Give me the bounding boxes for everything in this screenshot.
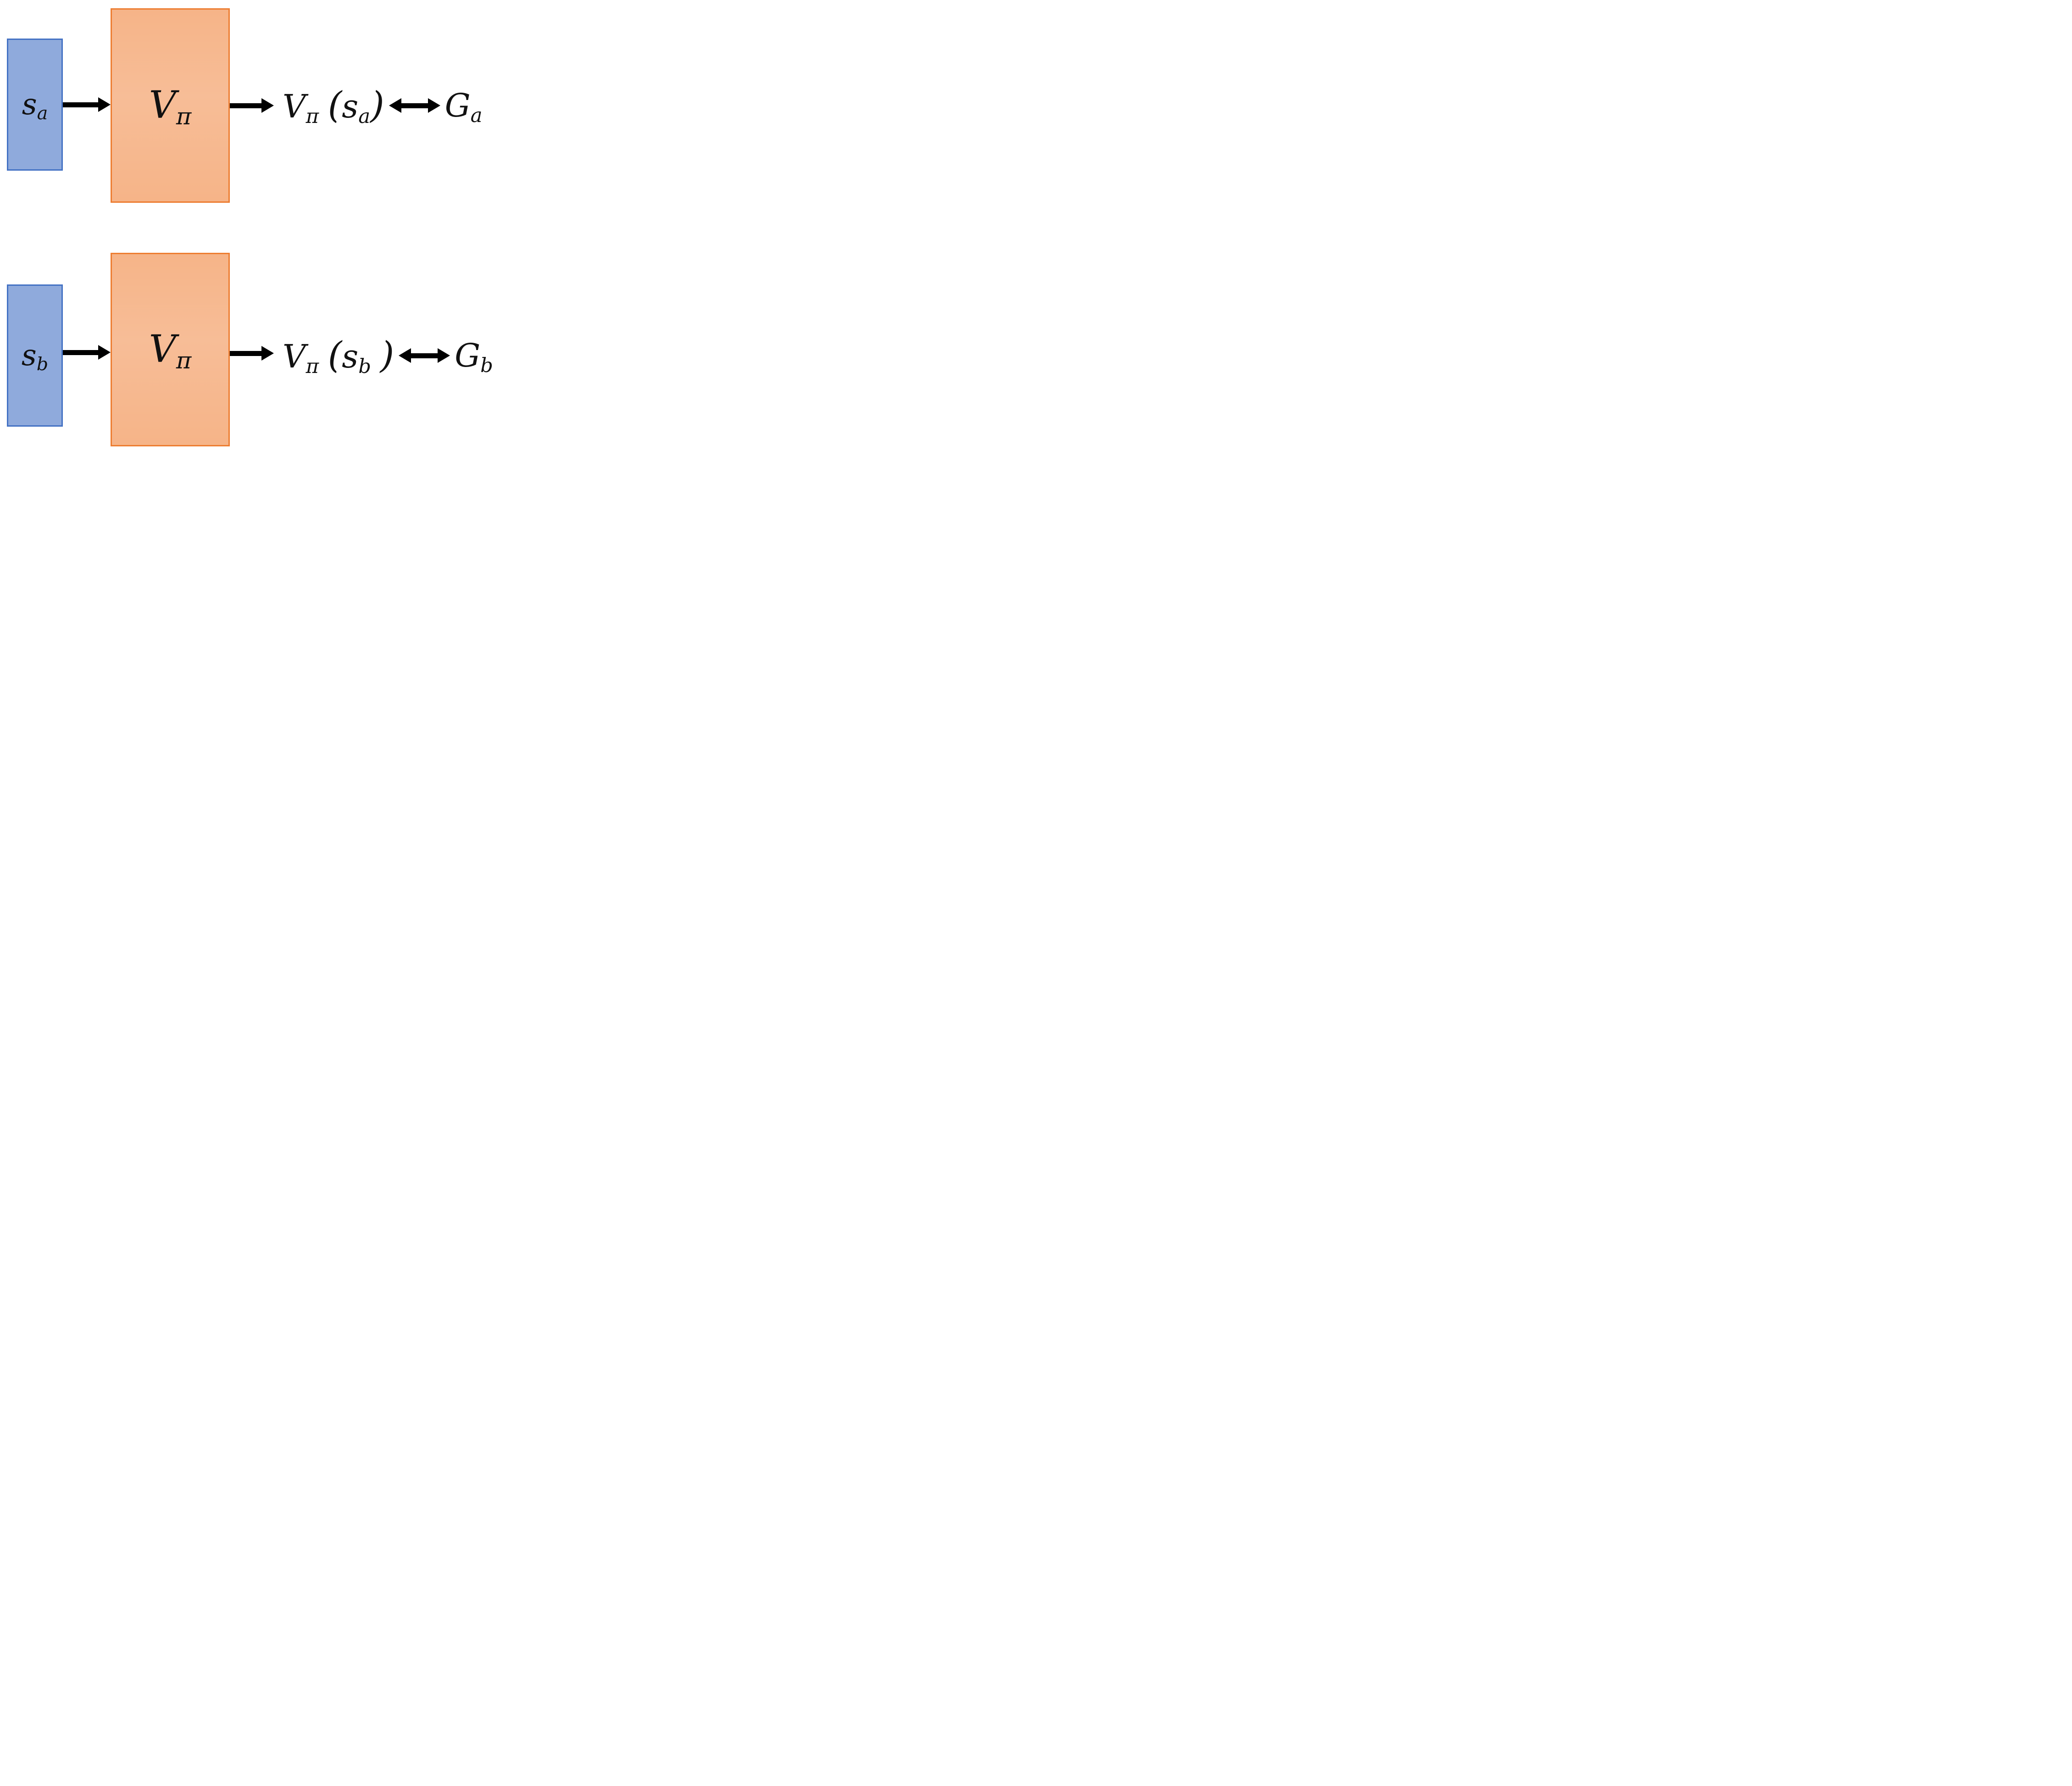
arrow-head	[98, 345, 111, 360]
arrow-shaft	[230, 103, 261, 108]
arrow-right-icon	[230, 98, 274, 113]
state-symbol: s	[342, 87, 359, 125]
value-symbol: V	[149, 328, 176, 371]
input-state-box-a: sa	[7, 39, 63, 171]
policy-subscript: π	[176, 347, 192, 374]
return-subscript: b	[480, 354, 493, 378]
close-paren: )	[370, 84, 384, 126]
value-network-label-b: Vπ	[149, 328, 192, 373]
open-paren: (	[328, 334, 342, 376]
input-state-label-b: sb	[21, 339, 48, 373]
double-arrow-icon	[389, 98, 440, 113]
arrow-head	[98, 97, 111, 112]
return-subscript: a	[470, 104, 483, 128]
state-symbol: s	[22, 88, 37, 122]
return-symbol: G	[444, 87, 471, 124]
arrow-shaft	[411, 353, 438, 358]
target-return-label-b: Gb	[455, 337, 493, 376]
policy-subscript: π	[306, 355, 319, 378]
arrow-head	[261, 346, 274, 361]
value-symbol: V	[283, 337, 306, 375]
policy-subscript: π	[176, 103, 192, 130]
arrow-head-left	[389, 98, 401, 113]
arrow-shaft	[63, 350, 98, 355]
policy-subscript: π	[306, 105, 319, 128]
open-paren: (	[328, 84, 342, 126]
arrow-right-icon	[63, 345, 111, 360]
state-subscript: a	[358, 105, 371, 128]
value-network-box-a: Vπ	[111, 8, 230, 203]
arrow-head	[261, 98, 274, 113]
value-network-box-b: Vπ	[111, 253, 230, 446]
state-subscript: b	[358, 355, 371, 378]
arrow-head-left	[399, 348, 411, 363]
double-arrow-icon	[399, 348, 450, 363]
target-return-label-a: Ga	[444, 87, 483, 126]
arrow-shaft	[63, 102, 98, 107]
close-paren: )	[380, 334, 394, 376]
state-subscript: a	[37, 103, 48, 124]
state-symbol: s	[342, 337, 359, 375]
arrow-head-right	[438, 348, 450, 363]
result-row-a: Vπ(sa) Ga	[283, 73, 482, 138]
value-network-label-a: Vπ	[149, 87, 192, 128]
value-symbol: V	[149, 83, 176, 127]
input-state-box-b: sb	[7, 284, 63, 427]
arrow-shaft	[401, 103, 428, 108]
return-symbol: G	[455, 337, 481, 374]
result-row-b: Vπ(sb) Gb	[283, 323, 493, 388]
input-state-label-a: sa	[22, 88, 48, 122]
state-symbol: s	[21, 339, 37, 373]
diagram-canvas: sa Vπ Vπ(sa) Ga sb Vπ Vπ(sb)	[0, 0, 518, 446]
arrow-head-right	[428, 98, 440, 113]
state-subscript: b	[36, 354, 49, 375]
output-expression-b: Vπ (sb)	[283, 337, 394, 377]
arrow-right-icon	[230, 346, 274, 361]
arrow-right-icon	[63, 97, 111, 112]
value-symbol: V	[283, 87, 306, 125]
arrow-shaft	[230, 351, 261, 356]
output-expression-a: Vπ (sa)	[283, 87, 384, 127]
